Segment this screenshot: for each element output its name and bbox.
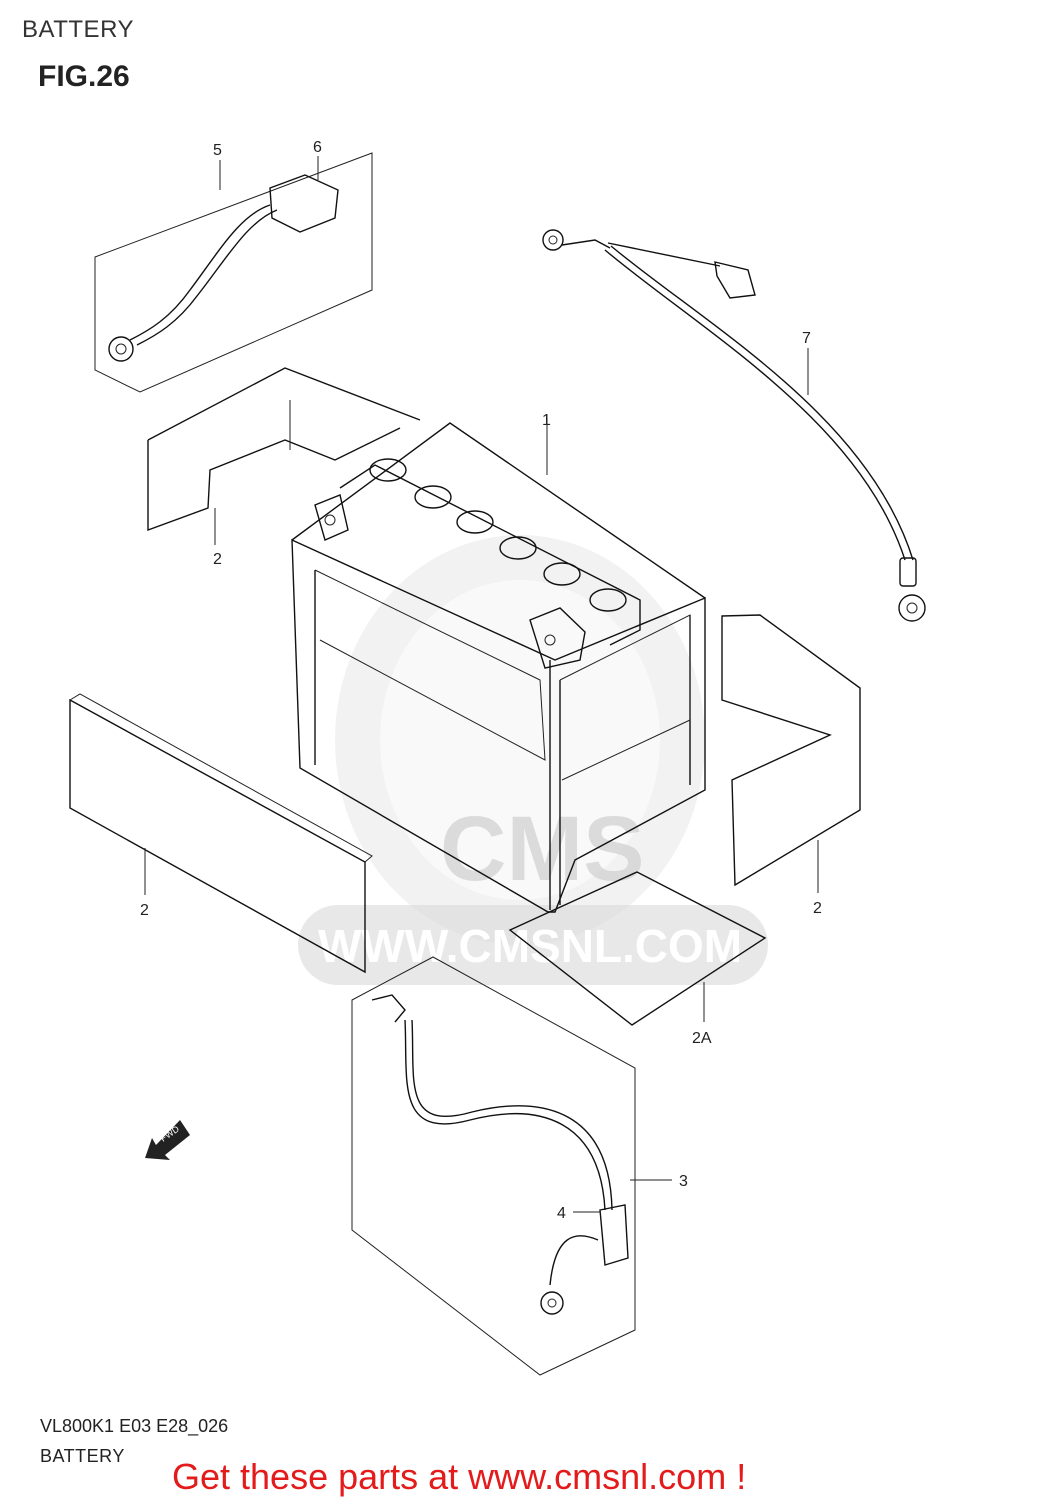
callout-3: 3 bbox=[679, 1173, 688, 1190]
callout-7: 7 bbox=[802, 330, 811, 347]
fwd-arrow-icon: FWD bbox=[145, 1120, 190, 1160]
part-3-4-group bbox=[351, 956, 672, 1376]
callouts: 5 6 7 1 2 2 2 2A 3 4 bbox=[140, 139, 822, 1222]
figure-label: FIG.26 bbox=[38, 60, 130, 93]
callout-1: 1 bbox=[542, 412, 551, 429]
callout-2-left: 2 bbox=[140, 902, 149, 919]
callout-2-right: 2 bbox=[813, 900, 822, 917]
watermark: CMS WWW.CMSNL.COM bbox=[298, 535, 768, 985]
callout-2-upper: 2 bbox=[213, 551, 222, 568]
battery bbox=[291, 418, 706, 913]
footer-section-name: BATTERY bbox=[40, 1446, 125, 1466]
part-7-cable bbox=[542, 229, 926, 622]
pad-2a bbox=[508, 871, 767, 1026]
pad-upper-left bbox=[147, 367, 421, 545]
watermark-brand: CMS bbox=[440, 798, 644, 900]
pad-lower-left bbox=[69, 693, 373, 974]
callout-4: 4 bbox=[557, 1205, 566, 1222]
part-5-6-group bbox=[94, 152, 373, 393]
callout-2a: 2A bbox=[692, 1030, 712, 1047]
callout-6: 6 bbox=[313, 139, 322, 156]
section-title: BATTERY bbox=[22, 16, 134, 43]
callout-5: 5 bbox=[213, 142, 222, 159]
pad-right bbox=[721, 614, 861, 893]
model-code: VL800K1 E03 E28_026 bbox=[40, 1416, 229, 1436]
promo-link[interactable]: Get these parts at www.cmsnl.com ! bbox=[172, 1456, 747, 1497]
